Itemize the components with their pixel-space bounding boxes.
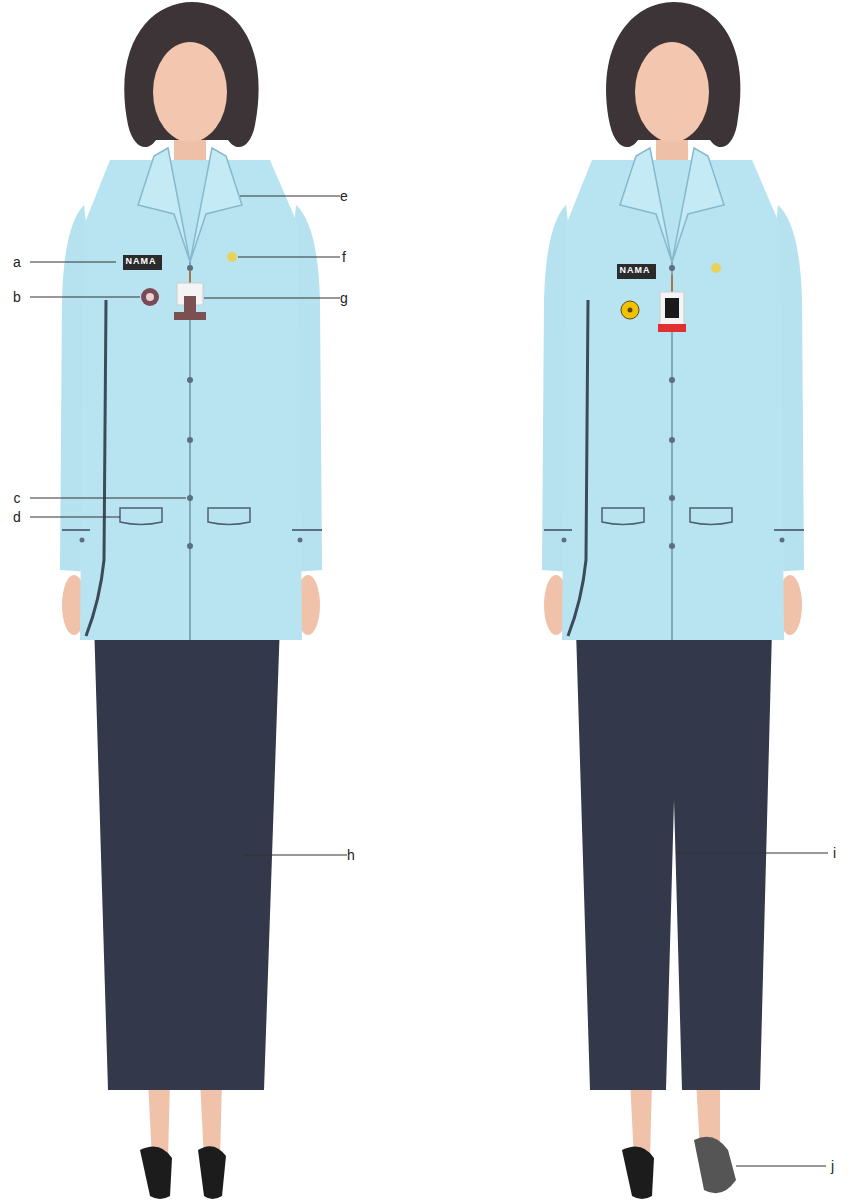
leader-line — [676, 853, 828, 854]
leader-line — [736, 1166, 826, 1167]
id-card-strip — [658, 324, 686, 332]
pin — [227, 252, 237, 262]
callout-letter: e — [340, 187, 348, 205]
badge — [141, 288, 159, 306]
callout-letter: c — [14, 489, 21, 507]
name-tag-text: NAMA — [620, 265, 653, 276]
name-tag-text: NAMA — [126, 256, 159, 267]
leader-line — [30, 498, 186, 499]
leader-line — [243, 855, 347, 856]
id-card — [660, 292, 684, 326]
leader-line — [30, 517, 120, 518]
upper-body — [60, 2, 322, 640]
callout-letter: b — [13, 288, 21, 306]
callout-letter: j — [831, 1157, 834, 1175]
leader-line — [238, 257, 340, 258]
pin — [711, 263, 721, 273]
figure-skirt — [60, 2, 322, 1199]
figure-trousers — [542, 2, 804, 1199]
callout-letter: d — [13, 508, 21, 526]
upper-body — [542, 2, 804, 640]
shoe — [622, 1146, 654, 1199]
badge-emblem — [628, 308, 633, 313]
shoe — [198, 1146, 226, 1199]
leader-line — [240, 196, 340, 197]
badge-emblem — [146, 293, 154, 301]
trousers — [576, 630, 772, 1090]
leader-line — [30, 297, 140, 298]
skirt — [94, 622, 280, 1090]
leader-line — [204, 298, 340, 299]
name-tag: NAMA — [617, 264, 656, 279]
shoe — [694, 1137, 736, 1194]
badge — [621, 301, 639, 319]
callout-letter: f — [342, 248, 346, 266]
callout-letter: a — [13, 253, 21, 271]
callout-letter: g — [340, 289, 348, 307]
shoe — [140, 1146, 172, 1199]
id-card-holder — [174, 296, 206, 320]
leader-line — [30, 262, 116, 263]
leader-lines — [30, 196, 828, 1166]
id-photo — [665, 298, 679, 318]
lanyard-clip — [189, 270, 191, 283]
name-tag: NAMA — [123, 255, 162, 270]
lanyard-clip — [671, 275, 673, 292]
callout-letter: h — [347, 846, 355, 864]
callout-letter: i — [833, 844, 836, 862]
